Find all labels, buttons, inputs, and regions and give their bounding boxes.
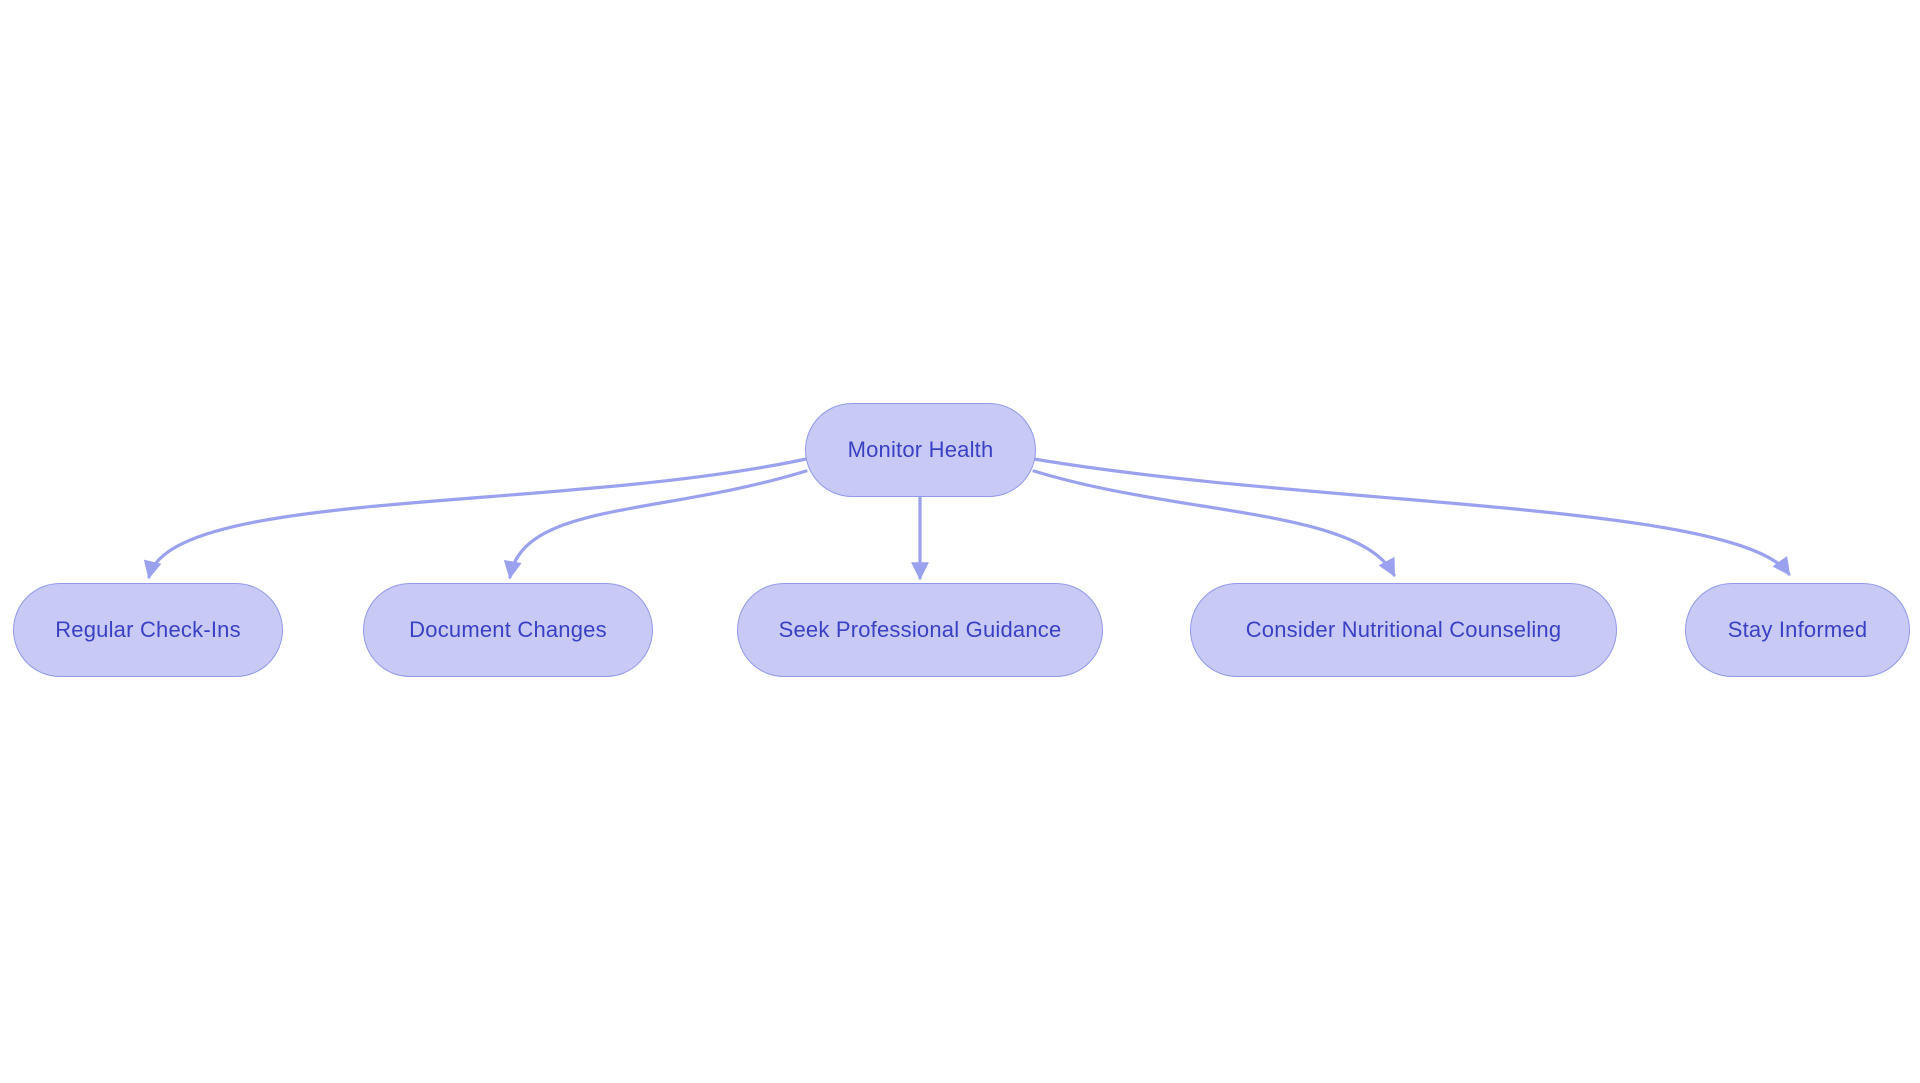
node-stay-informed: Stay Informed [1685, 583, 1910, 677]
node-label: Seek Professional Guidance [778, 617, 1062, 642]
node-seek-professional-guidance: Seek Professional Guidance [737, 583, 1103, 677]
edge-monitor-health-to-regular-check-ins [143, 457, 808, 580]
node-consider-nutritional-counseling: Consider Nutritional Counseling [1190, 583, 1617, 677]
node-regular-check-ins: Regular Check-Ins [13, 583, 283, 677]
edge-monitor-health-to-document-changes [503, 469, 808, 580]
edge-monitor-health-to-consider-nutritional-counseling [1032, 469, 1396, 577]
node-document-changes: Document Changes [363, 583, 653, 677]
node-label: Regular Check-Ins [55, 617, 241, 642]
node-label: Monitor Health [847, 437, 994, 462]
edge-monitor-health-to-stay-informed [1032, 457, 1791, 576]
node-monitor-health: Monitor Health [805, 403, 1036, 497]
node-label: Stay Informed [1727, 617, 1868, 642]
node-label: Consider Nutritional Counseling [1245, 617, 1562, 642]
node-label: Document Changes [409, 617, 607, 642]
